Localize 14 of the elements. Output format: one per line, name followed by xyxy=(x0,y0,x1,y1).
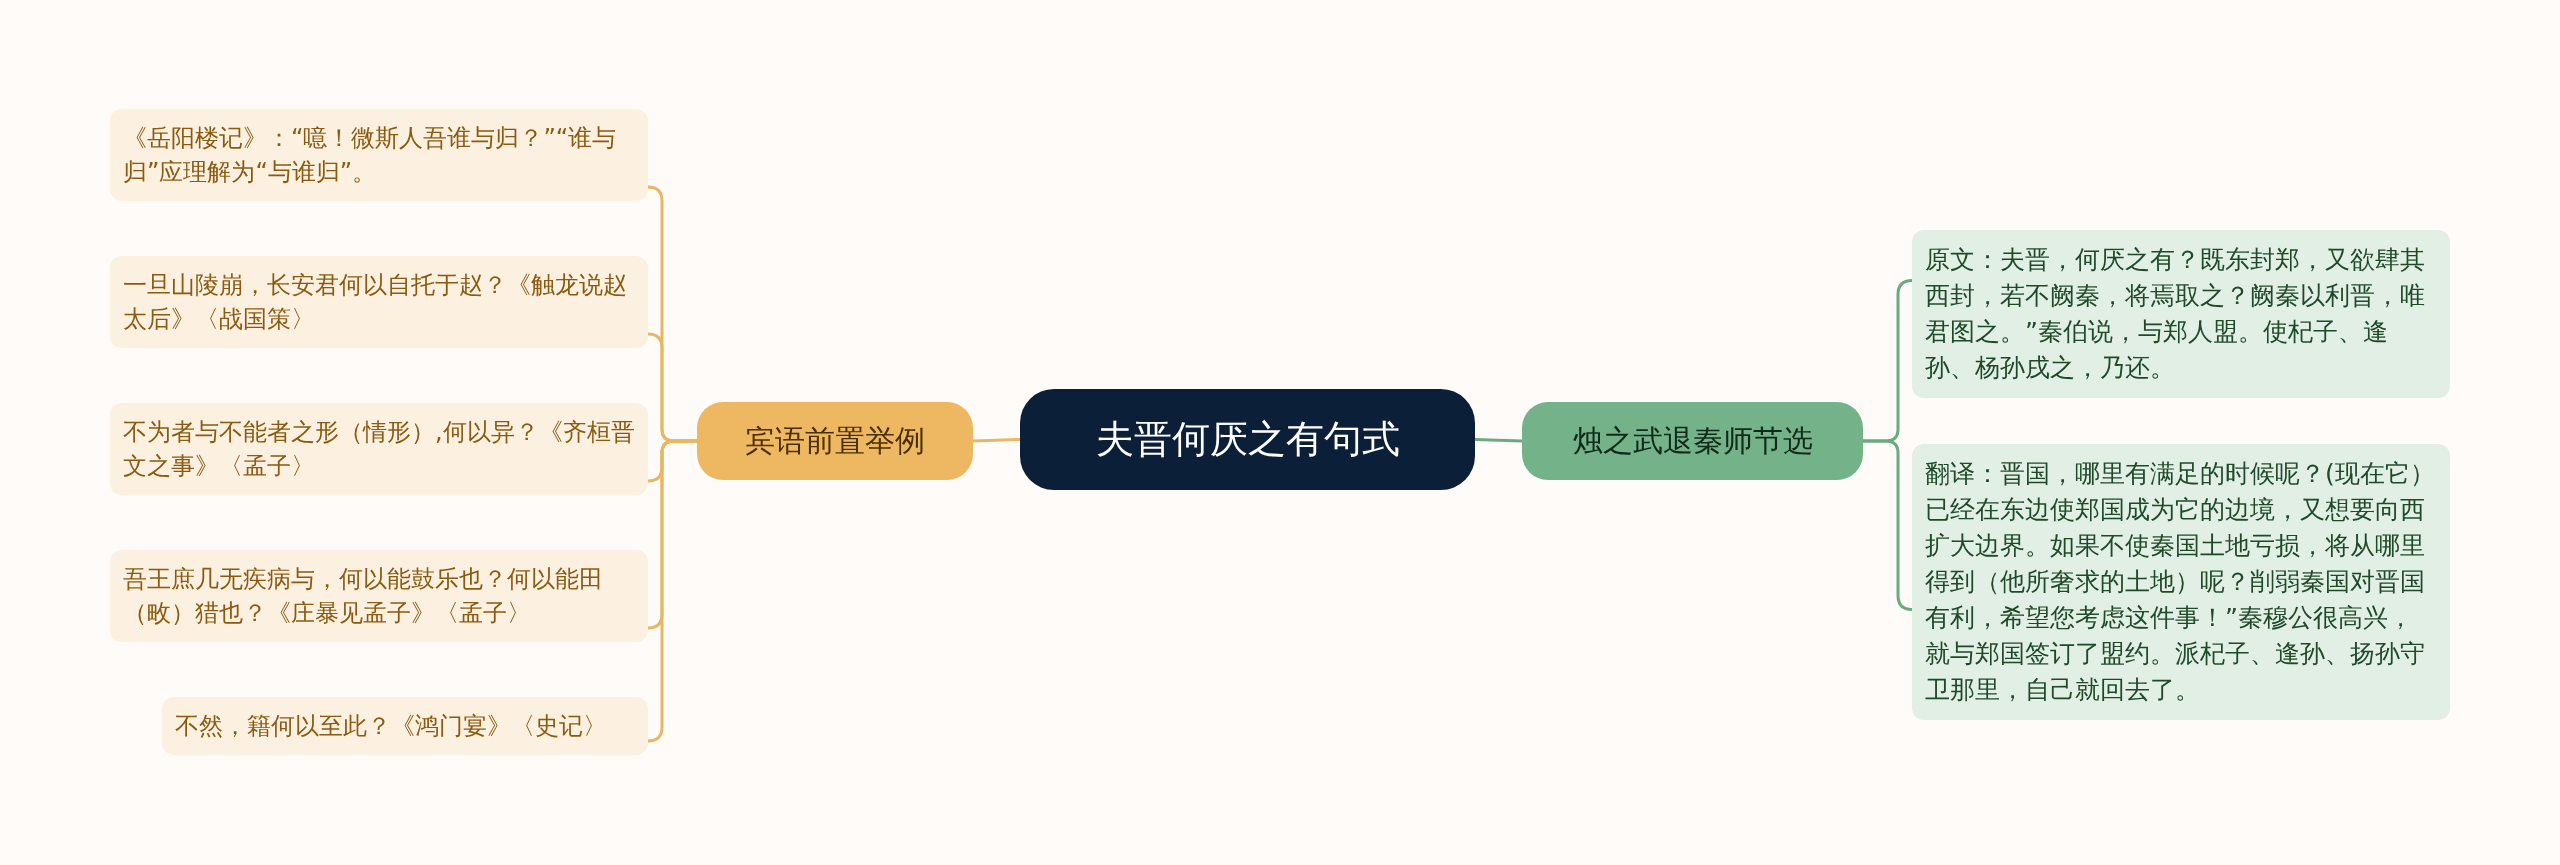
leaf-topic: 《岳阳楼记》：“噫！微斯人吾谁与归？”“谁与归”应理解为“与谁归”。 xyxy=(110,109,648,201)
leaf-topic: 吾王庶几无疾病与，何以能鼓乐也？何以能田（畋）猎也？《庄暴见孟子》〈孟子〉 xyxy=(110,550,648,642)
leaf-topic: 不然，籍何以至此？《鸿门宴》〈史记〉 xyxy=(162,697,648,755)
branch-topic: 烛之武退秦师节选 xyxy=(1522,402,1863,480)
connector-line xyxy=(1863,439,1913,612)
leaf-topic: 翻译：晋国，哪里有满足的时候呢？(现在它）已经在东边使郑国成为它的边境，又想要向西扩大边界。如果不使秦国土地亏损，将从哪里得到（他所奢求的土地）呢？削弱秦国对晋国有利，希望您考虑这件事！”秦穆公很高兴，就与郑国签订了盟约。派杞子、逢孙、扬孙守卫那里，自己就回去了。 xyxy=(1912,444,2450,720)
leaf-topic: 一旦山陵崩，长安君何以自托于赵？《触龙说赵太后》〈战国策〉 xyxy=(110,256,648,348)
connector-line xyxy=(1474,438,1523,443)
connector-line xyxy=(647,439,697,743)
connector-line xyxy=(972,438,1021,443)
leaf-topic: 不为者与不能者之形（情形）,何以异？《齐桓晋文之事》〈孟子〉 xyxy=(110,403,648,495)
leaf-topic: 原文：夫晋，何厌之有？既东封郑，又欲肆其西封，若不阙秦，将焉取之？阙秦以利晋，唯君图之。”秦伯说，与郑人盟。使杞子、逢孙、杨孙戌之，乃还。 xyxy=(1912,230,2450,398)
branch-topic: 宾语前置举例 xyxy=(697,402,973,480)
central-topic: 夫晋何厌之有句式 xyxy=(1020,389,1475,490)
